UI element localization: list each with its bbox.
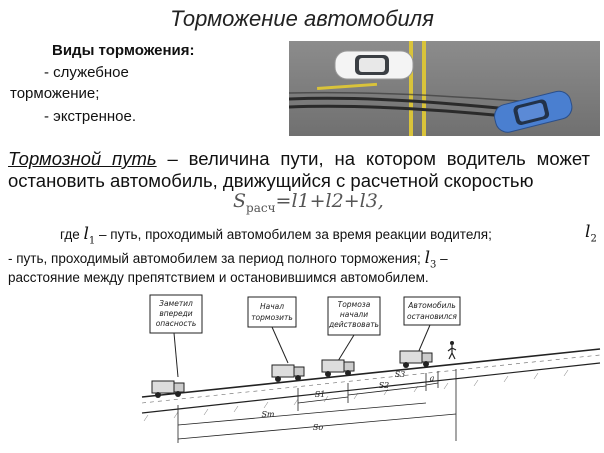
note-callout-2: Начал тормозить	[247, 296, 297, 364]
note-callout-3: Тормоза начали действовать	[327, 296, 381, 362]
formula-rhs: =l1+l2+l3,	[275, 190, 384, 212]
svg-text:впереди: впереди	[159, 309, 192, 318]
svg-text:Начал: Начал	[260, 302, 284, 311]
pedestrian-icon	[447, 341, 457, 360]
var-l3: l3	[424, 248, 437, 271]
svg-text:Sо: Sо	[313, 423, 323, 432]
svg-text:опасность: опасность	[156, 319, 197, 328]
note-callout-4: Автомобиль остановился	[403, 296, 461, 354]
explanation-line-2: - путь, проходимый автомобилем за период…	[8, 248, 448, 271]
definition-text: – величина пути, на котором водитель мож…	[8, 148, 590, 191]
truck-icon-3	[321, 359, 355, 377]
truck-icon-2	[271, 364, 305, 382]
braking-distance-diagram: Заметил впереди опасность Начал тормозит…	[141, 294, 601, 443]
braking-type-service-line1: - служебное	[44, 64, 129, 81]
braking-type-emergency: - экстренное.	[44, 108, 137, 125]
svg-text:a: a	[430, 374, 435, 383]
explanation-line-1: где l1 – путь, проходимый автомобилем за…	[60, 224, 492, 247]
svg-text:Заметил: Заметил	[159, 299, 193, 308]
svg-text:Sт: Sт	[261, 410, 274, 419]
svg-text:S3: S3	[395, 370, 406, 379]
svg-text:S2: S2	[379, 381, 390, 390]
var-l2: l2	[585, 222, 597, 245]
road-skid-photo	[289, 41, 600, 136]
note-callout-1: Заметил впереди опасность	[149, 294, 203, 378]
truck-icon-1	[151, 380, 185, 398]
svg-text:Автомобиль: Автомобиль	[407, 301, 455, 310]
var-l1: l1	[83, 224, 96, 247]
definition-term: Тормозной путь	[8, 148, 157, 169]
truck-icon-4	[399, 350, 433, 368]
svg-text:остановился: остановился	[407, 312, 457, 321]
braking-type-service-line2: торможение;	[10, 85, 100, 102]
svg-text:действовать: действовать	[328, 320, 379, 329]
braking-distance-definition: Тормозной путь – величина пути, на котор…	[8, 148, 590, 192]
svg-text:S1: S1	[315, 390, 326, 399]
explanation-line-3: расстояние между препятствием и останови…	[8, 270, 429, 285]
svg-text:тормозить: тормозить	[251, 313, 293, 322]
braking-types-heading: Виды торможения:	[52, 42, 195, 59]
page-title: Торможение автомобиля	[170, 6, 434, 31]
formula: Sрасч=l1+l2+l3,	[233, 190, 384, 215]
white-car-icon	[334, 50, 414, 80]
blue-car-icon	[494, 90, 573, 133]
svg-text:Тормоза: Тормоза	[338, 300, 371, 309]
svg-text:начали: начали	[340, 310, 368, 319]
